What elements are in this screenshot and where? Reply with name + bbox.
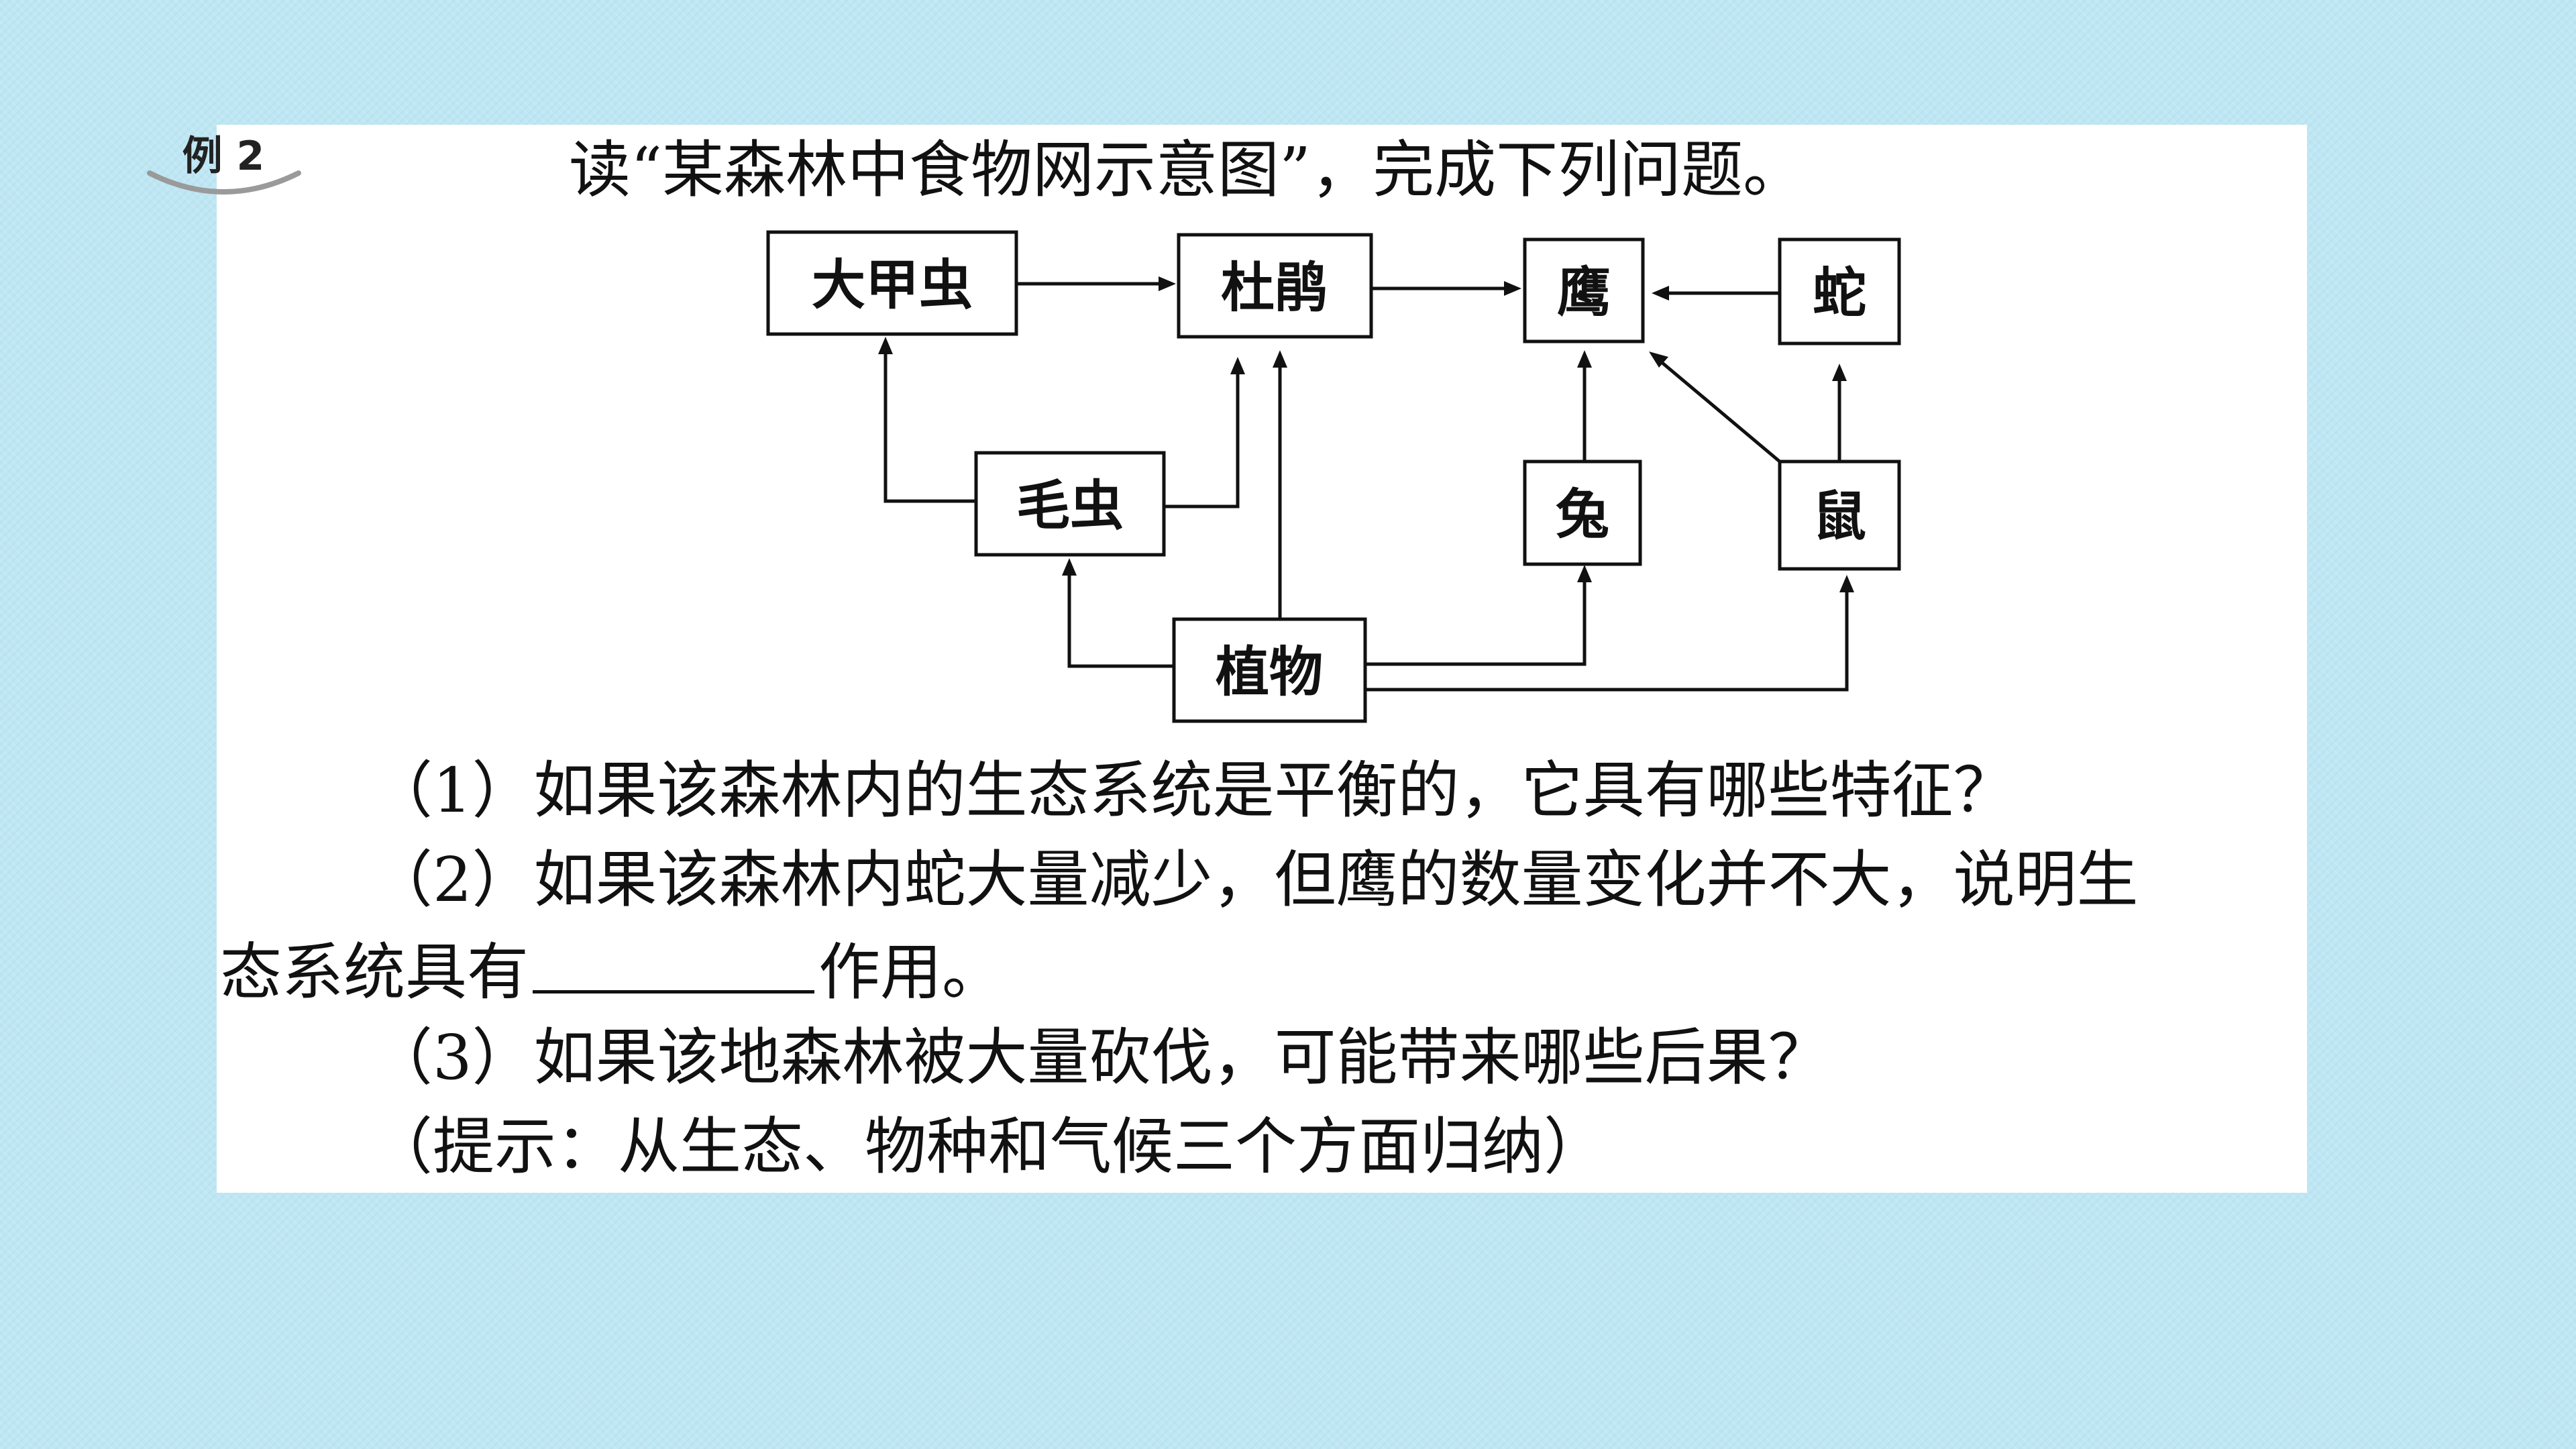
node-mouse: 鼠 — [1813, 486, 1866, 548]
node-cuckoo: 杜鹃 — [1221, 257, 1328, 319]
node-box-mouse — [1778, 460, 1901, 571]
arrowhead-mouse-snake — [1832, 364, 1847, 381]
example-badge: 例 2 — [143, 131, 304, 199]
node-box-plant — [1172, 617, 1367, 723]
node-box-cuckoo — [1177, 233, 1373, 339]
question-2-line-2: 态系统具有作用。 — [220, 938, 1004, 1004]
badge-label: 例 2 — [182, 133, 265, 180]
question-1: （1）如果该森林内的生态系统是平衡的，它具有哪些特征？ — [371, 755, 2015, 826]
node-rabbit: 兔 — [1556, 484, 1609, 546]
node-box-rabbit — [1523, 460, 1642, 566]
arrowhead-rabbit-eagle — [1577, 350, 1592, 368]
node-box-caterpillar — [974, 451, 1166, 557]
node-plant: 植物 — [1216, 641, 1323, 704]
arrow-mouse-eagle — [1652, 354, 1781, 463]
arrow-plant-mouse — [1365, 580, 1849, 692]
badge-arc-icon — [147, 170, 301, 195]
node-box-snake — [1778, 237, 1901, 345]
question-2-after-blank: 作用。 — [818, 936, 1004, 1008]
arrowhead-mouse-eagle — [1649, 352, 1668, 368]
arrowhead-caterpillar-cuckoo — [1230, 357, 1245, 374]
arrowhead-snake-eagle — [1652, 286, 1669, 301]
question-2-line-1: （2）如果该森林内蛇大量减少，但鹰的数量变化并不大，说明生 — [371, 844, 2139, 916]
arrowhead-plant-cuckoo — [1273, 350, 1287, 368]
node-snake: 蛇 — [1813, 262, 1866, 325]
question-3: （3）如果该地森林被大量砍伐，可能带来哪些后果？ — [371, 1022, 1830, 1093]
arrowhead-caterpillar-beetle — [878, 337, 893, 354]
node-box-eagle — [1523, 237, 1645, 343]
arrow-caterpillar-cuckoo — [1164, 362, 1240, 508]
answer-blank[interactable] — [533, 938, 815, 994]
arrow-caterpillar-beetle — [883, 342, 976, 503]
arrow-plant-caterpillar — [1067, 564, 1174, 668]
node-eagle: 鹰 — [1557, 262, 1611, 324]
arrowhead-plant-rabbit — [1577, 565, 1592, 582]
hint-line: （提示：从生态、物种和气候三个方面归纳） — [371, 1111, 1606, 1183]
arrowhead-beetle-cuckoo — [1159, 276, 1176, 291]
arrowhead-plant-mouse — [1839, 575, 1854, 592]
question-title: 读“某森林中食物网示意图”，完成下列问题。 — [569, 134, 1805, 206]
node-box-beetle — [766, 230, 1018, 336]
arrow-plant-rabbit — [1365, 570, 1587, 666]
arrowhead-plant-caterpillar — [1062, 558, 1077, 576]
node-caterpillar: 毛虫 — [1016, 475, 1124, 537]
node-beetle: 大甲虫 — [812, 254, 973, 317]
question-2-before-blank: 态系统具有 — [220, 936, 529, 1008]
arrowhead-cuckoo-eagle — [1504, 281, 1521, 296]
